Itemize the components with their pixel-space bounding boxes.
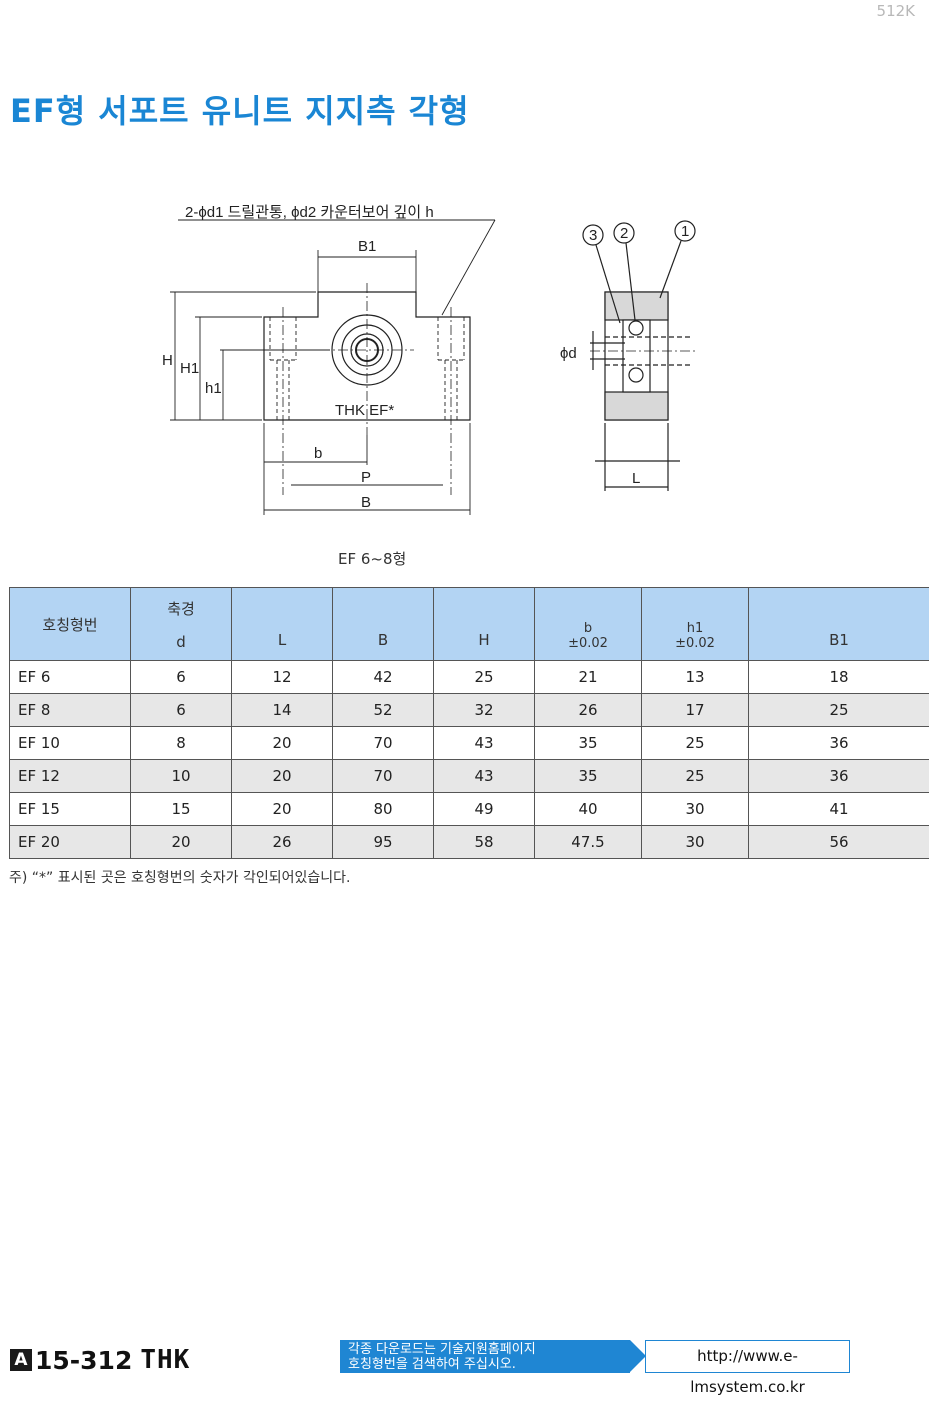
header-b-label: b <box>583 621 593 636</box>
download-text-line2: 호칭형번을 검색하여 주십시오. <box>348 1357 516 1372</box>
cell-h1: 25 <box>641 726 749 760</box>
download-text-line1: 각종 다운로드는 기술지원홈페이지 <box>348 1342 536 1357</box>
header-shaft: 축경 d <box>130 587 232 661</box>
drawing-caption: EF 6~8형 <box>338 550 407 568</box>
cell-model: EF 20 <box>9 825 131 859</box>
header-b: b ±0.02 <box>534 587 642 661</box>
table-header-row: 호칭형번 축경 d L B H b ±0.02 h1 ±0.02 B1 <box>9 587 929 661</box>
page-number: 15-312 <box>35 1345 133 1375</box>
cell-B: 70 <box>332 759 434 793</box>
cell-h1: 13 <box>641 660 749 694</box>
label-H1: H1 <box>180 360 199 377</box>
cell-h1: 17 <box>641 693 749 727</box>
download-banner: 각종 다운로드는 기술지원홈페이지 호칭형번을 검색하여 주십시오. http:… <box>340 1340 850 1396</box>
label-P: P <box>361 469 371 486</box>
part-number-3: 3 <box>589 227 597 244</box>
cell-B: 70 <box>332 726 434 760</box>
drawing-note: 2-ϕd1 드릴관통, ϕd2 카운터보어 깊이 h <box>185 204 434 221</box>
cell-d: 6 <box>130 660 232 694</box>
cell-B1: 36 <box>748 726 929 760</box>
label-phid: ϕd <box>560 345 577 362</box>
cell-B: 95 <box>332 825 434 859</box>
page-code: 512K <box>876 2 915 20</box>
header-H: H <box>433 587 535 661</box>
cell-h1: 30 <box>641 792 749 826</box>
cell-H: 32 <box>433 693 535 727</box>
cell-B1: 18 <box>748 660 929 694</box>
header-B: B <box>332 587 434 661</box>
header-h1-label: h1 <box>686 621 704 636</box>
cell-B: 80 <box>332 792 434 826</box>
footnote: 주) “*” 표시된 곳은 호칭형번의 숫자가 각인되어있습니다. <box>9 870 351 886</box>
cell-L: 14 <box>231 693 333 727</box>
label-B1: B1 <box>358 238 376 255</box>
label-b: b <box>314 445 322 462</box>
cell-H: 43 <box>433 726 535 760</box>
cell-d: 6 <box>130 693 232 727</box>
cell-model: EF 6 <box>9 660 131 694</box>
header-h1: h1 ±0.02 <box>641 587 749 661</box>
cell-d: 20 <box>130 825 232 859</box>
download-text: 각종 다운로드는 기술지원홈페이지 호칭형번을 검색하여 주십시오. <box>340 1340 630 1373</box>
cell-H: 49 <box>433 792 535 826</box>
cell-B1: 41 <box>748 792 929 826</box>
part-number-2: 2 <box>620 225 628 242</box>
technical-drawing: 2-ϕd1 드릴관통, ϕd2 카운터보어 깊이 h B1 H H1 h1 TH… <box>162 204 696 515</box>
header-L: L <box>231 587 333 661</box>
cell-b: 35 <box>534 759 642 793</box>
part-number-1: 1 <box>681 223 689 240</box>
cell-h1: 30 <box>641 825 749 859</box>
header-B1: B1 <box>748 587 929 661</box>
cell-model: EF 10 <box>9 726 131 760</box>
product-mark: THK EF* <box>335 402 394 419</box>
cell-H: 58 <box>433 825 535 859</box>
banner-arrow-icon <box>630 1340 646 1372</box>
cell-H: 43 <box>433 759 535 793</box>
cell-L: 26 <box>231 825 333 859</box>
website-link[interactable]: http://www.e-lmsystem.co.kr <box>645 1340 850 1396</box>
cell-L: 20 <box>231 792 333 826</box>
cell-B1: 36 <box>748 759 929 793</box>
page-footer: A 15-312 THK <box>10 1345 190 1375</box>
label-B: B <box>361 494 371 511</box>
cell-L: 12 <box>231 660 333 694</box>
cell-d: 10 <box>130 759 232 793</box>
cell-d: 15 <box>130 792 232 826</box>
cell-B: 42 <box>332 660 434 694</box>
cell-b: 21 <box>534 660 642 694</box>
cell-L: 20 <box>231 759 333 793</box>
cell-model: EF 8 <box>9 693 131 727</box>
cell-d: 8 <box>130 726 232 760</box>
brand-logo: THK <box>140 1345 191 1375</box>
cell-b: 35 <box>534 726 642 760</box>
page-title: EF형 서포트 유니트 지지측 각형 <box>10 92 470 130</box>
cell-L: 20 <box>231 726 333 760</box>
cell-H: 25 <box>433 660 535 694</box>
spec-table: 호칭형번 축경 d L B H b ±0.02 h1 ±0.02 B1 EF 6… <box>9 587 929 859</box>
cell-B1: 25 <box>748 693 929 727</box>
cell-model: EF 12 <box>9 759 131 793</box>
cell-model: EF 15 <box>9 792 131 826</box>
header-shaft-label: 축경 <box>167 599 195 618</box>
header-model: 호칭형번 <box>9 587 131 661</box>
cell-B: 52 <box>332 693 434 727</box>
header-d: d <box>176 632 186 651</box>
cell-h1: 25 <box>641 759 749 793</box>
header-b-tolerance: ±0.02 <box>568 636 608 651</box>
label-h1: h1 <box>205 380 222 397</box>
cell-b: 47.5 <box>534 825 642 859</box>
cell-b: 26 <box>534 693 642 727</box>
label-L: L <box>632 470 640 487</box>
section-badge: A <box>10 1349 32 1371</box>
label-H: H <box>162 352 173 369</box>
header-h1-tolerance: ±0.02 <box>675 636 715 651</box>
cell-b: 40 <box>534 792 642 826</box>
cell-B1: 56 <box>748 825 929 859</box>
